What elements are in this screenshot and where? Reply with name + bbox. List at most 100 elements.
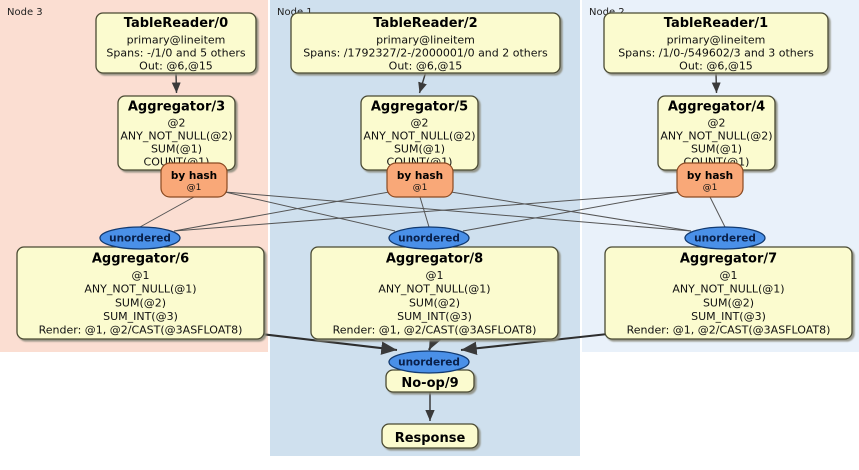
edge-agg-to-final-1	[428, 332, 443, 351]
edge-shuffle-0-0	[139, 196, 195, 228]
ordering-body	[388, 350, 470, 374]
box-body	[603, 12, 829, 74]
box-line-1: ANY_NOT_NULL(@2)	[363, 129, 475, 142]
box-line-3: SUM_INT(@3)	[103, 310, 178, 323]
box-line-0: @2	[168, 116, 186, 129]
box-title: TableReader/1	[664, 16, 768, 31]
router-sublabel: @1	[187, 183, 202, 193]
box-line-2: SUM(@1)	[151, 142, 202, 155]
router-sublabel: @1	[703, 183, 718, 193]
ordering-label: unordered	[109, 233, 171, 245]
router-hash5[interactable]: by hash@1	[386, 162, 454, 198]
box-line-2: SUM(@2)	[409, 296, 460, 309]
edge-reader-to-agg-1	[418, 72, 427, 94]
box-line-2: SUM(@1)	[691, 142, 742, 155]
edge-shuffle-1-0	[173, 191, 390, 232]
box-line-1: ANY_NOT_NULL(@2)	[120, 129, 232, 142]
router-label: by hash	[397, 170, 443, 182]
edge-shuffle-2-2	[709, 196, 726, 228]
box-title: Aggregator/5	[371, 99, 468, 114]
panel-label-node2: Node 2	[589, 7, 625, 18]
box-title: TableReader/0	[124, 16, 228, 31]
box-line-0: primary@lineitem	[376, 33, 475, 46]
plan-box-agg3[interactable]: Aggregator/3@2ANY_NOT_NULL(@2)SUM(@1)COU…	[117, 95, 236, 171]
plan-box-agg6[interactable]: Aggregator/6 @1ANY_NOT_NULL(@1)SUM(@2)SUM…	[16, 246, 265, 340]
box-line-1: Spans: /1/0-/549602/3 and 3 others	[618, 47, 814, 60]
box-line-1: Spans: -/1/0 and 5 others	[106, 47, 245, 60]
panel-label-node3: Node 3	[7, 7, 43, 18]
box-line-2: Out: @6,@15	[679, 60, 753, 73]
box-line-0: primary@lineitem	[127, 33, 226, 46]
ordering-label: unordered	[398, 357, 460, 369]
edge-agg-to-final-2	[460, 331, 618, 355]
box-title: Aggregator/8	[386, 252, 483, 267]
router-label: by hash	[171, 170, 217, 182]
box-line-1: ANY_NOT_NULL(@1)	[84, 283, 196, 296]
plan-box-agg7[interactable]: Aggregator/7 @1ANY_NOT_NULL(@1)SUM(@2)SUM…	[604, 246, 853, 340]
edge-shuffle-2-1	[462, 191, 680, 232]
box-body	[290, 12, 561, 74]
box-line-3: SUM_INT(@3)	[397, 310, 472, 323]
edge-reader-to-agg-2	[711, 72, 721, 94]
ordering-ordfinal[interactable]: unordered	[388, 350, 470, 374]
box-line-0: @2	[708, 116, 726, 129]
ordering-body	[388, 226, 470, 250]
ordering-body	[684, 226, 766, 250]
plan-box-agg8[interactable]: Aggregator/8 @1ANY_NOT_NULL(@1)SUM(@2)SUM…	[310, 246, 559, 340]
router-hash3[interactable]: by hash@1	[160, 162, 228, 198]
box-line-4: Render: @1, @2/CAST(@3ASFLOAT8)	[39, 324, 243, 337]
box-body	[381, 423, 479, 449]
shuffle-edges	[139, 191, 726, 232]
box-line-0: @1	[132, 269, 150, 282]
box-line-0: @1	[426, 269, 444, 282]
box-line-4: Render: @1, @2/CAST(@3ASFLOAT8)	[627, 324, 831, 337]
ordering-body	[99, 226, 181, 250]
box-title: Response	[395, 431, 466, 446]
box-line-1: Spans: /1792327/2-/2000001/0 and 2 other…	[303, 47, 548, 60]
edge-reader-to-agg-0	[171, 72, 181, 94]
plan-box-response[interactable]: Response	[381, 423, 479, 449]
box-title: TableReader/2	[373, 16, 477, 31]
ordering-nodes: unordered unordered unordered unordered	[99, 226, 766, 374]
box-line-0: @1	[720, 269, 738, 282]
edge-agg-to-final-0	[251, 331, 398, 355]
box-body	[95, 12, 257, 74]
box-line-3: SUM_INT(@3)	[691, 310, 766, 323]
box-line-2: SUM(@2)	[115, 296, 166, 309]
plan-box-agg5[interactable]: Aggregator/5@2ANY_NOT_NULL(@2)SUM(@1)COU…	[360, 95, 479, 171]
ordering-ord7[interactable]: unordered	[684, 226, 766, 250]
ordering-ord6[interactable]: unordered	[99, 226, 181, 250]
box-line-4: Render: @1, @2/CAST(@3ASFLOAT8)	[333, 324, 537, 337]
box-line-2: Out: @6,@15	[389, 60, 463, 73]
ordering-ord8[interactable]: unordered	[388, 226, 470, 250]
router-nodes: by hash@1by hash@1by hash@1	[160, 162, 744, 198]
box-line-2: SUM(@2)	[703, 296, 754, 309]
box-title: Aggregator/7	[680, 252, 777, 267]
panel-label-node1: Node 1	[277, 7, 313, 18]
router-hash4[interactable]: by hash@1	[676, 162, 744, 198]
ordering-label: unordered	[398, 233, 460, 245]
router-body	[386, 162, 454, 198]
box-title: Aggregator/3	[128, 99, 225, 114]
box-line-2: SUM(@1)	[394, 142, 445, 155]
edge-shuffle-0-2	[224, 191, 692, 232]
box-line-1: ANY_NOT_NULL(@1)	[672, 283, 784, 296]
box-line-2: Out: @6,@15	[139, 60, 213, 73]
box-line-0: @2	[411, 116, 429, 129]
plan-box-agg4[interactable]: Aggregator/4@2ANY_NOT_NULL(@2)SUM(@1)COU…	[657, 95, 776, 171]
box-line-1: ANY_NOT_NULL(@1)	[378, 283, 490, 296]
router-label: by hash	[687, 170, 733, 182]
edge-shuffle-2-0	[173, 191, 680, 232]
box-title: Aggregator/4	[668, 99, 765, 114]
box-title: No-op/9	[401, 376, 458, 391]
box-line-0: primary@lineitem	[667, 33, 766, 46]
router-body	[160, 162, 228, 198]
router-sublabel: @1	[413, 183, 428, 193]
box-title: Aggregator/6	[92, 252, 189, 267]
